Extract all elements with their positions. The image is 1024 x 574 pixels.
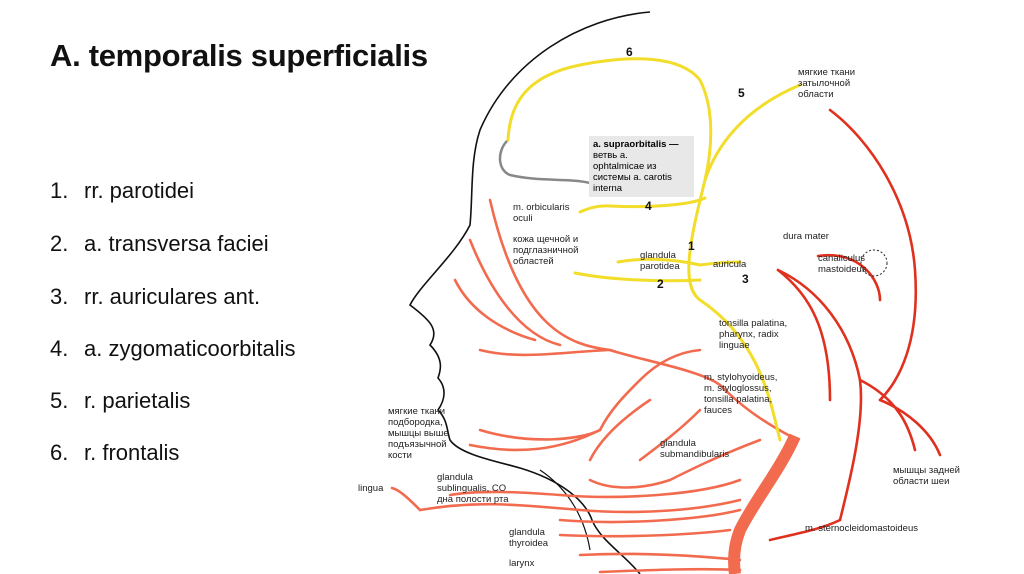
- chin-label: мягкие ткани подбородка, мышцы выше подъ…: [388, 406, 451, 461]
- thyroid-label: glandula thyroidea: [509, 527, 549, 549]
- branch-number-2: 2: [657, 277, 664, 291]
- dura-mater-label: dura mater: [783, 231, 829, 242]
- supraorbital-artery: [500, 140, 590, 183]
- larynx-label: larynx: [509, 558, 535, 569]
- cheek-label: кожа щечной и подглазничной областей: [513, 234, 581, 267]
- branch-number-4: 4: [645, 199, 652, 213]
- auricula-label: auricula: [713, 259, 747, 270]
- posterior-neck-label: мышцы задней области шеи: [893, 465, 963, 487]
- stylo-label: m. stylohyoideus, m. styloglossus, tonsi…: [704, 372, 780, 416]
- parotid-label: glandula parotidea: [640, 250, 680, 272]
- occipital-label: мягкие ткани затылочной области: [798, 67, 858, 100]
- lingua-label: lingua: [358, 483, 384, 494]
- branch-number-5: 5: [738, 86, 745, 100]
- carotid-trunk: [734, 436, 795, 574]
- branch-number-3: 3: [742, 272, 749, 286]
- branch-number-1: 1: [688, 239, 695, 253]
- branch-number-6: 6: [626, 45, 633, 59]
- orbicularis-label: m. orbicularis oculi: [513, 202, 572, 224]
- canaliculus-label: canaliculus mastoideus: [818, 253, 868, 275]
- submandibular-label: glandula submandibularis: [660, 438, 729, 460]
- tonsilla-label: tonsilla palatina, pharynx, radix lingua…: [719, 318, 790, 351]
- scm-label: m. sternocleidomastoideus: [805, 523, 918, 534]
- sublingual-label: glandula sublingualis, CO дна полости рт…: [437, 472, 509, 505]
